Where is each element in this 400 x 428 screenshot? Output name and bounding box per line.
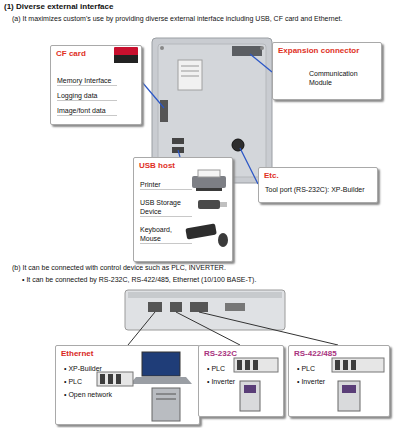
- usb-port: [172, 138, 184, 144]
- rs485-port: [190, 302, 208, 312]
- leader-line: [240, 148, 258, 184]
- note-text: (b) It can be connected with control dev…: [12, 263, 392, 272]
- box-item: Keyboard, Mouse: [140, 225, 192, 244]
- tool-port: [232, 139, 244, 151]
- plc-module: [343, 360, 348, 370]
- port-line: [176, 312, 240, 345]
- box-heading: Etc.: [264, 171, 279, 181]
- port-line: [128, 312, 155, 345]
- printer-paper: [198, 170, 220, 177]
- box-body: Tool port (RS-232C): XP-Builder: [265, 185, 375, 194]
- box-body: Communication Module: [309, 69, 371, 87]
- box-body: • XP-Builder • PLC • Open network: [64, 364, 139, 403]
- callout-box: RS-232C • PLC • Inverter: [198, 345, 284, 417]
- callout-box: Ethernet • XP-Builder • PLC • Open network: [55, 345, 200, 425]
- keyboard-icon: [185, 223, 216, 239]
- callout-box: Etc. Tool port (RS-232C): XP-Builder: [258, 167, 378, 203]
- sticker-line: [181, 76, 199, 77]
- box-heading: USB host: [139, 161, 175, 171]
- server-slot: [156, 394, 176, 395]
- plc-module: [335, 360, 340, 370]
- inverter-panel: [342, 385, 356, 393]
- plc-module: [108, 374, 113, 384]
- leader-line: [142, 82, 164, 108]
- usb-drive-icon: [198, 200, 220, 209]
- callout-box: Expansion connectorCommunication Module: [272, 42, 382, 100]
- printer-icon: [192, 176, 226, 188]
- screw: [260, 46, 264, 50]
- box-item: Tool port (RS-232C): XP-Builder: [265, 185, 375, 194]
- mouse-icon: [218, 233, 228, 247]
- laptop-base: [130, 377, 192, 384]
- box-item: • XP-Builder: [64, 364, 139, 373]
- server-slot: [156, 399, 176, 400]
- plc-icon: [97, 372, 133, 386]
- power-port: [225, 303, 245, 311]
- box-item: Logging data: [57, 91, 117, 101]
- cf-slot: [160, 100, 168, 122]
- box-heading: CF card: [56, 49, 86, 59]
- device-bottom: [125, 290, 285, 330]
- device-sticker: [178, 60, 202, 90]
- plc-module: [237, 360, 242, 370]
- callout-box: USB hostPrinterUSB Storage DeviceKeyboar…: [133, 157, 233, 262]
- callout-box: CF cardMemory InterfaceLogging dataImage…: [50, 45, 142, 125]
- box-body: PrinterUSB Storage DeviceKeyboard, Mouse: [140, 180, 192, 252]
- screw: [160, 46, 164, 50]
- box-item: Image/font data: [57, 106, 117, 116]
- box-heading: Expansion connector: [278, 46, 359, 56]
- plc-module: [245, 360, 250, 370]
- plc-module: [351, 360, 356, 370]
- heading: (1) Diverse external interface: [4, 2, 113, 12]
- box-item: Printer: [140, 180, 192, 190]
- box-item: • PLC: [207, 364, 247, 373]
- plc-module: [116, 374, 121, 384]
- plc-icon: [332, 358, 384, 372]
- box-body: • PLC • Inverter: [207, 364, 247, 390]
- box-body: Memory InterfaceLogging dataImage/font d…: [57, 76, 117, 121]
- leader-line: [178, 150, 180, 157]
- box-body: • PLC • Inverter: [297, 364, 341, 390]
- box-heading: RS-232C: [204, 349, 237, 359]
- box-item: Memory Interface: [57, 76, 117, 86]
- box-item: • Inverter: [207, 377, 247, 386]
- expansion-slot: [232, 46, 262, 56]
- box-item: • Open network: [64, 390, 139, 399]
- printer-tray: [196, 188, 222, 191]
- box-heading: Ethernet: [61, 349, 93, 359]
- plc-icon: [234, 358, 278, 372]
- ethernet-port: [148, 302, 162, 312]
- inverter-icon: [240, 381, 260, 411]
- box-item: Communication Module: [309, 69, 371, 87]
- box-item: • PLC: [297, 364, 341, 373]
- device-edge: [128, 292, 282, 298]
- server-icon: [152, 388, 180, 421]
- note-text: (a) It maximizes custom's use by providi…: [12, 14, 392, 23]
- laptop-screen: [142, 352, 180, 376]
- usb-drive-tip: [220, 202, 227, 207]
- box-item: • Inverter: [297, 377, 341, 386]
- rs232-port: [170, 302, 182, 312]
- note-text: • It can be connected by RS-232C, RS-422…: [22, 275, 392, 284]
- sticker-line: [181, 71, 199, 72]
- callout-box: RS-422/485 • PLC • Inverter: [288, 345, 390, 417]
- box-item: USB Storage Device: [140, 198, 192, 217]
- cf-card-band: [114, 55, 138, 63]
- plc-module: [253, 360, 258, 370]
- box-item: • PLC: [64, 377, 139, 386]
- box-heading: RS-422/485: [294, 349, 337, 359]
- inverter-icon: [338, 381, 360, 411]
- port-line: [199, 312, 338, 345]
- sticker-line: [181, 66, 199, 67]
- inverter-panel: [244, 385, 256, 393]
- cf-card-icon: [114, 47, 138, 63]
- leader-line: [250, 54, 272, 72]
- plc-module: [100, 374, 105, 384]
